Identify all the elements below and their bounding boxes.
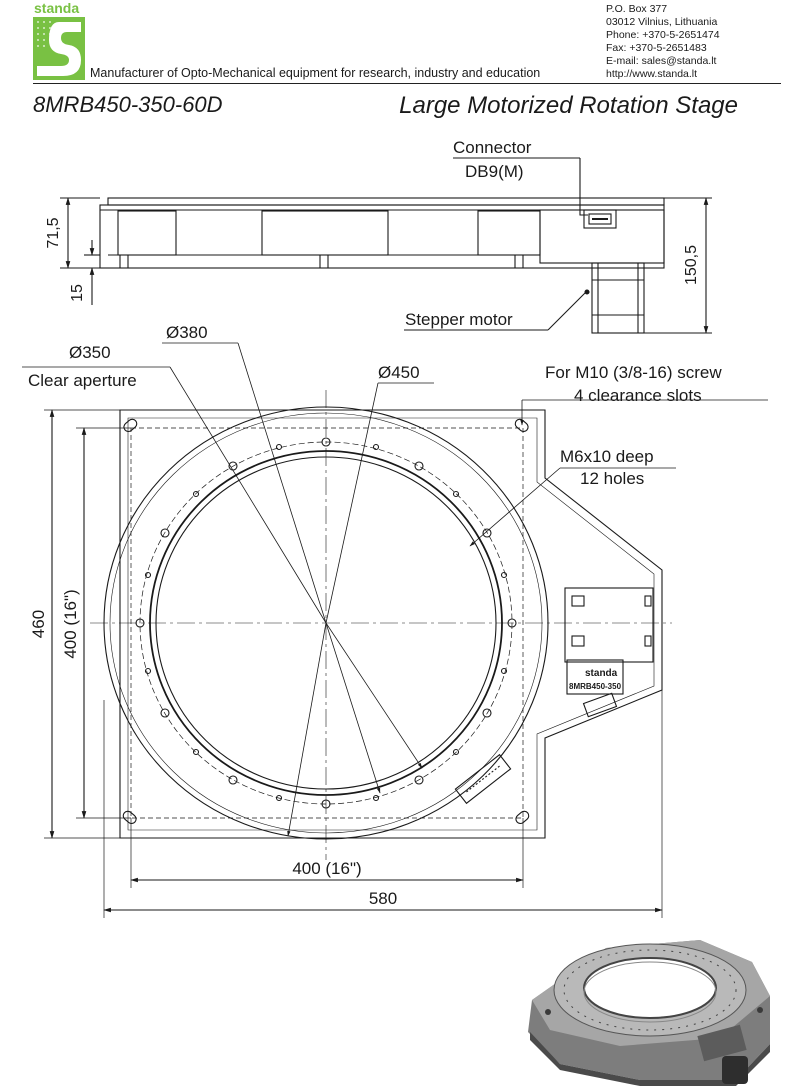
- mounting-holes: [135, 437, 517, 809]
- dim-total-150-5: 150,5: [683, 245, 700, 285]
- nameplate-brand: standa: [585, 668, 618, 679]
- dim-400-vertical: 400 (16"): [61, 589, 80, 658]
- side-bearing-left: [117, 210, 177, 256]
- dim-460: 460: [29, 610, 48, 638]
- corner-slot-tl: [123, 418, 138, 433]
- dim-dia-380: Ø380: [166, 323, 208, 342]
- slots-label-count: 4 clearance slots: [574, 386, 702, 405]
- holes-label-thread: M6x10 deep: [560, 447, 654, 466]
- side-body: [99, 204, 665, 269]
- dim-400-horizontal: 400 (16"): [292, 859, 361, 878]
- logo-wordmark: standa: [34, 0, 79, 16]
- dim-580: 580: [369, 889, 397, 908]
- model-number: 8MRB450-350-60D: [33, 92, 223, 117]
- side-view: [60, 157, 712, 334]
- dim-dia-350: Ø350: [69, 343, 111, 362]
- top-view: [22, 342, 768, 918]
- corner-slot-bl: [122, 810, 137, 825]
- side-top-plate: [107, 197, 665, 206]
- dim-base-15: 15: [69, 284, 86, 302]
- dim-height-71-5: 71,5: [45, 217, 62, 248]
- stepper-motor-label: Stepper motor: [405, 310, 513, 329]
- corner-slot-tr: [514, 418, 529, 433]
- contact-city: 03012 Vilnius, Lithuania: [606, 16, 718, 28]
- contact-website[interactable]: http://www.standa.lt: [606, 68, 698, 80]
- corner-slot-br: [515, 810, 530, 825]
- nameplate: [566, 659, 624, 695]
- connector-label: Connector: [453, 138, 532, 157]
- side-bearing-right: [477, 210, 541, 256]
- standa-logo: standa: [33, 0, 85, 80]
- db-connector-icon: [454, 753, 512, 805]
- slots-label-screw: For M10 (3/8-16) screw: [545, 363, 722, 382]
- motor-box: [564, 587, 654, 663]
- holes-label-count: 12 holes: [580, 469, 644, 488]
- contact-fax: Fax: +370-5-2651483: [606, 42, 707, 54]
- stepper-motor-body: [591, 262, 645, 334]
- clear-aperture-label: Clear aperture: [28, 371, 137, 390]
- company-tagline: Manufacturer of Opto-Mechanical equipmen…: [90, 66, 541, 80]
- nameplate-model: 8MRB450-350: [569, 682, 622, 691]
- contact-email: E-mail: sales@standa.lt: [606, 55, 717, 67]
- connector-db9-icon: [583, 209, 617, 229]
- contact-po-box: P.O. Box 377: [606, 3, 668, 15]
- contact-phone: Phone: +370-5-2651474: [606, 29, 720, 41]
- product-title: Large Motorized Rotation Stage: [399, 92, 738, 119]
- dim-dia-450: Ø450: [378, 363, 420, 382]
- side-motor-housing: [539, 209, 665, 264]
- contact-block: P.O. Box 377 03012 Vilnius, Lithuania Ph…: [606, 3, 720, 81]
- product-render-image: [528, 940, 770, 1086]
- header-divider: [33, 83, 781, 84]
- connector-type-label: DB9(M): [465, 162, 524, 181]
